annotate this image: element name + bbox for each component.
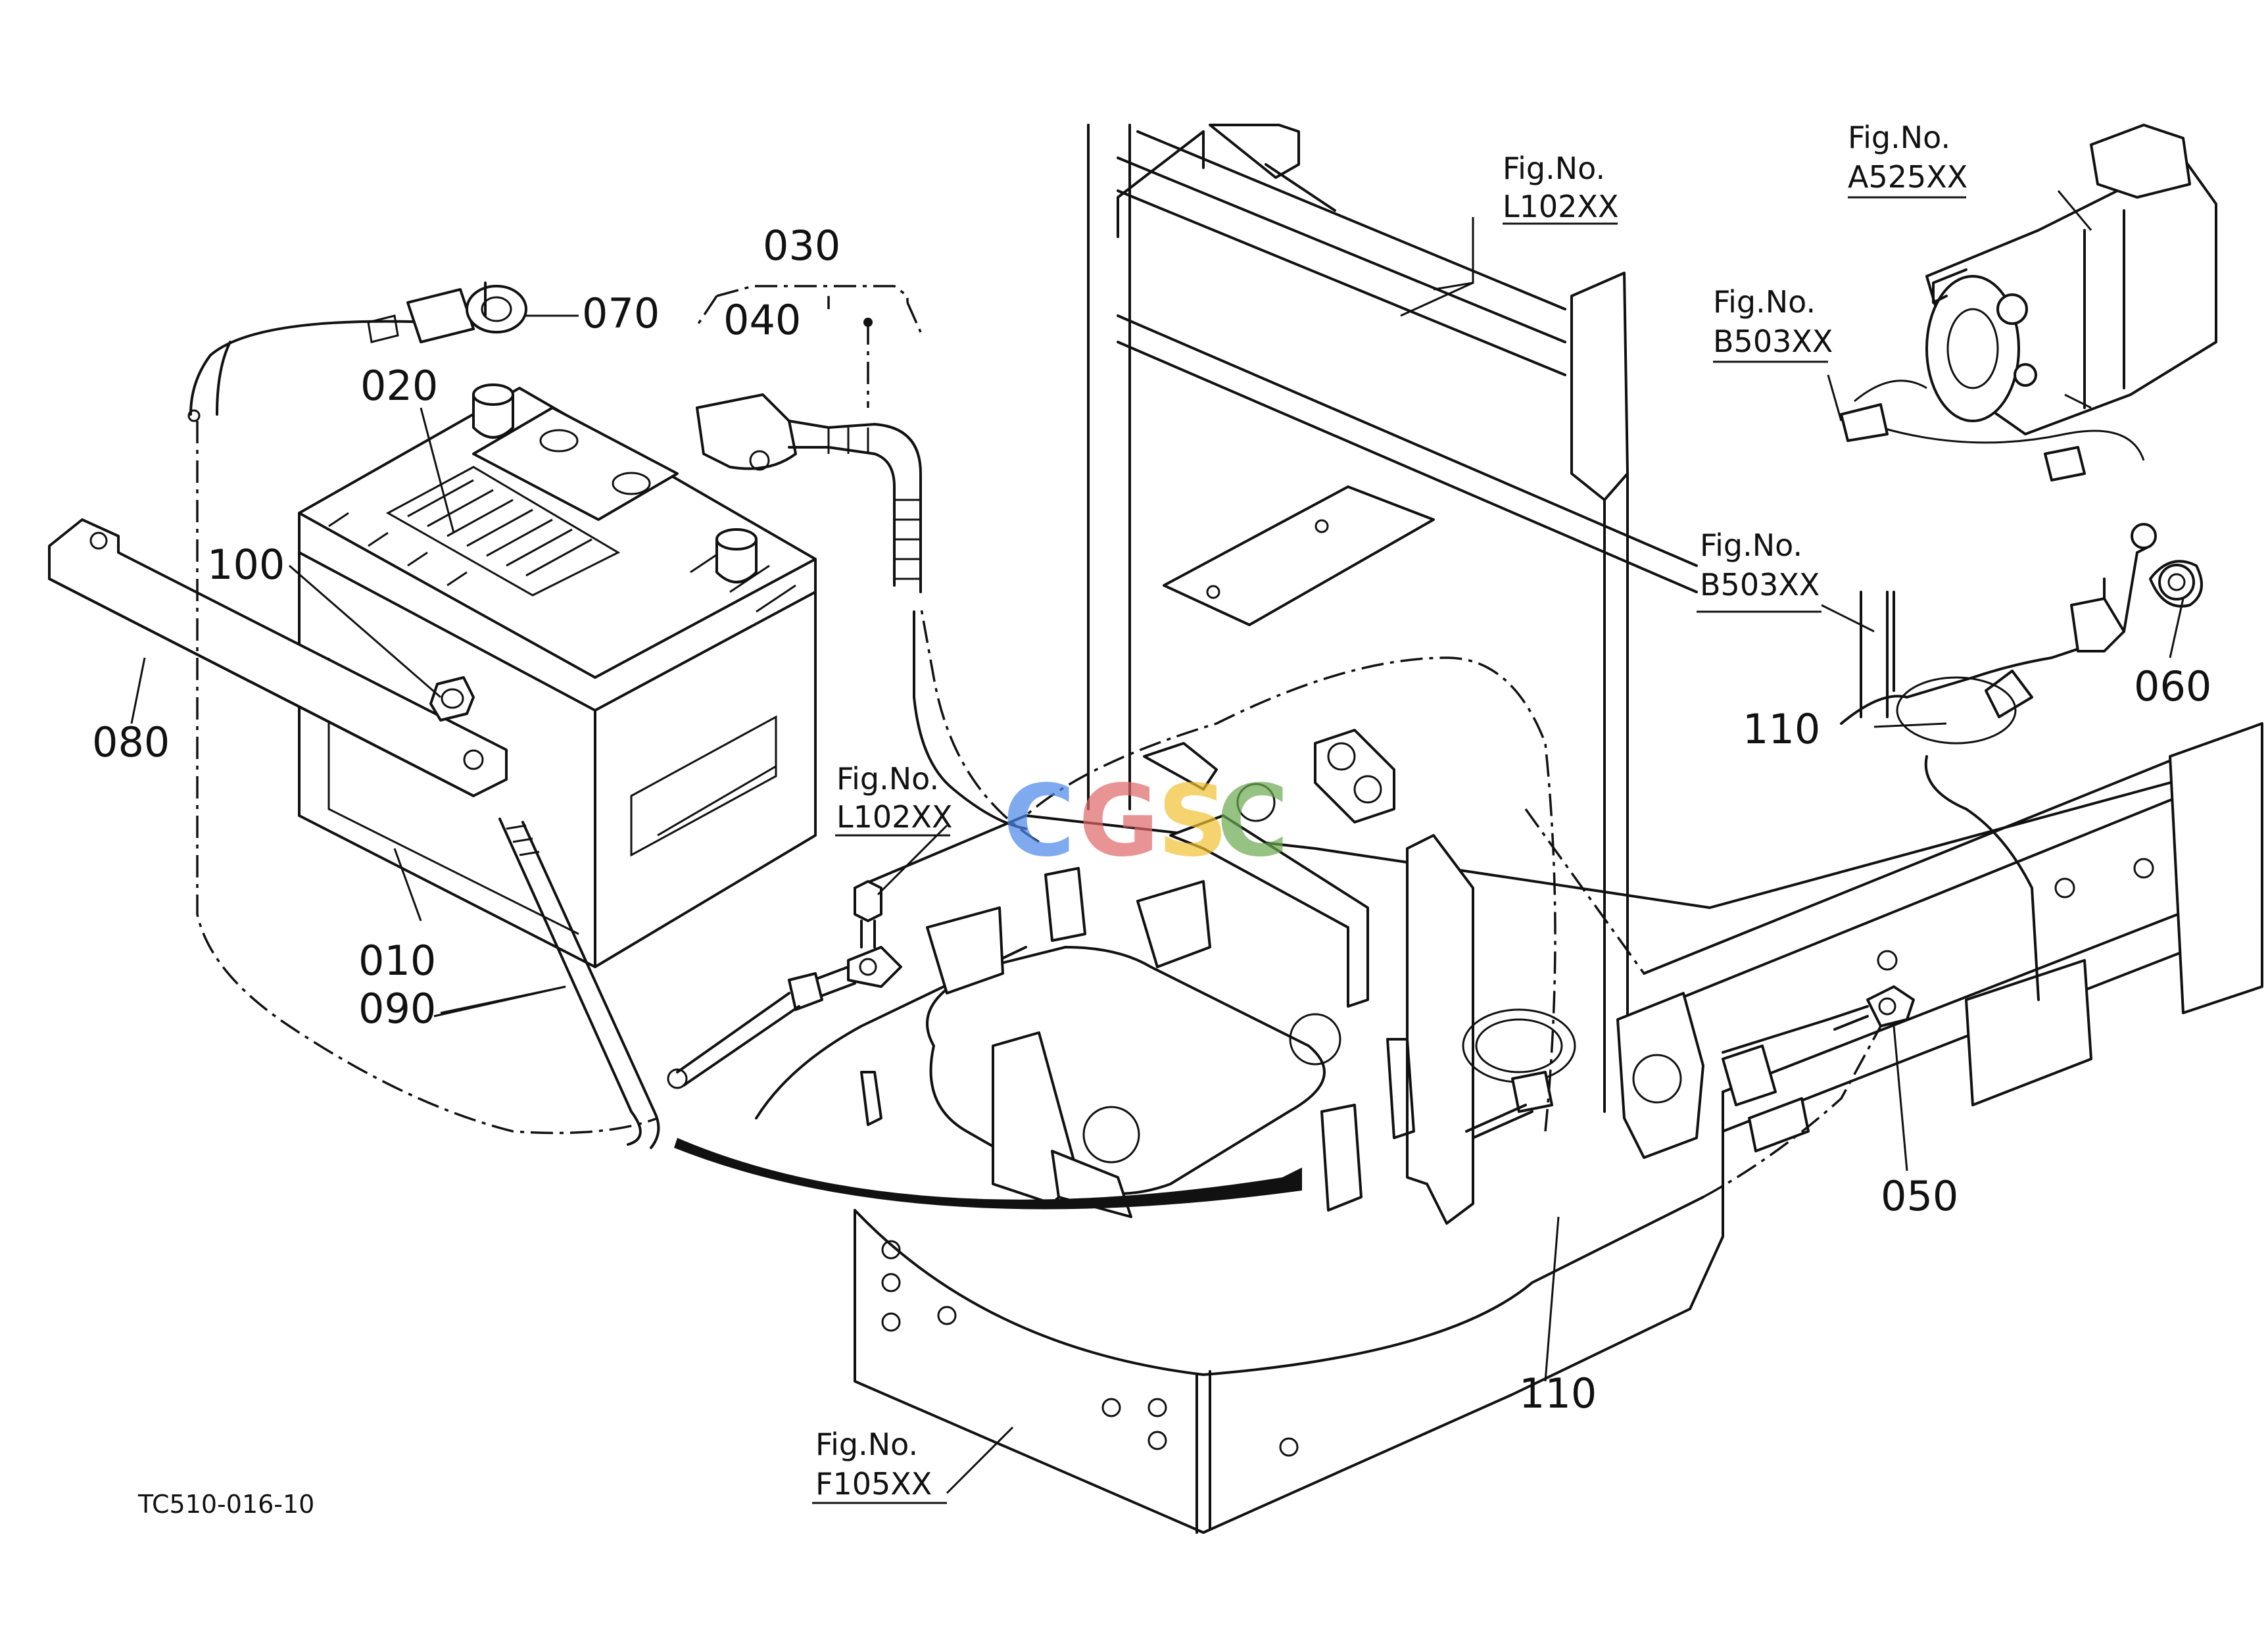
route-arrow [674, 1138, 1302, 1210]
part-label-060: 060 [2134, 662, 2211, 710]
part-label-110: 110 [1519, 1369, 1597, 1417]
watermark-letter: S [1157, 764, 1228, 879]
part-label-080: 080 [92, 718, 170, 766]
fig-ref-l102-top[interactable]: Fig.No. L102XX [1503, 151, 1618, 224]
fig-ref-heading: Fig.No. [1713, 284, 1816, 320]
part-label-030: 030 [763, 222, 840, 270]
starter-cable-illustration [1840, 380, 2203, 1001]
fig-ref-heading: Fig.No. [836, 761, 939, 797]
fig-ref-code: L102XX [836, 799, 952, 835]
battery-illustration [298, 383, 817, 968]
watermark-letter: C [1003, 764, 1075, 879]
group-outlines [196, 285, 1882, 1198]
fig-ref-code: A525XX [1848, 159, 1967, 195]
fig-ref-heading: Fig.No. [815, 1427, 918, 1462]
fig-ref-f105[interactable]: Fig.No. F105XX [815, 1427, 932, 1502]
watermark-letter: G [1078, 764, 1159, 879]
fig-ref-code: L102XX [1503, 189, 1618, 224]
fig-ref-heading: Fig.No. [1700, 528, 1802, 563]
tie-band-illustration [1462, 1008, 1576, 1139]
watermark: C G S C [1003, 764, 1289, 879]
fig-ref-heading: Fig.No. [1848, 120, 1950, 155]
fig-ref-code: B503XX [1713, 324, 1833, 359]
part-label-090: 090 [358, 985, 436, 1033]
hold-down-bracket-illustration [48, 518, 660, 1149]
part-label-040: 040 [723, 296, 801, 344]
clamp-illustration [1722, 985, 1915, 1054]
chassis-frame [755, 124, 2263, 1534]
leader-lines [130, 190, 2184, 1494]
fig-ref-heading: Fig.No. [1503, 151, 1605, 186]
fig-ref-a525[interactable]: Fig.No. A525XX [1848, 120, 1967, 195]
fig-ref-b503-mid[interactable]: Fig.No. B503XX [1700, 528, 1820, 602]
part-label-110: 110 [1743, 705, 1820, 753]
part-label-070: 070 [582, 289, 660, 337]
fig-ref-b503-top[interactable]: Fig.No. B503XX [1713, 284, 1833, 359]
part-label-010: 010 [358, 937, 436, 985]
drawing-code: TC510-016-10 [137, 1490, 314, 1519]
positive-cable-illustration [696, 393, 1027, 830]
negative-cable-illustration [187, 282, 527, 422]
part-label-100: 100 [207, 541, 285, 589]
reference-underlines [812, 196, 1966, 1504]
fig-ref-code: B503XX [1700, 567, 1820, 602]
watermark-letter: C [1217, 764, 1289, 879]
part-label-020: 020 [360, 362, 438, 410]
fig-ref-code: F105XX [815, 1466, 932, 1502]
ground-cable-illustration [667, 880, 902, 1089]
part-label-050: 050 [1881, 1172, 1958, 1220]
fig-ref-l102-mid[interactable]: Fig.No. L102XX [836, 761, 952, 835]
starter-motor-illustration [1925, 124, 2217, 435]
